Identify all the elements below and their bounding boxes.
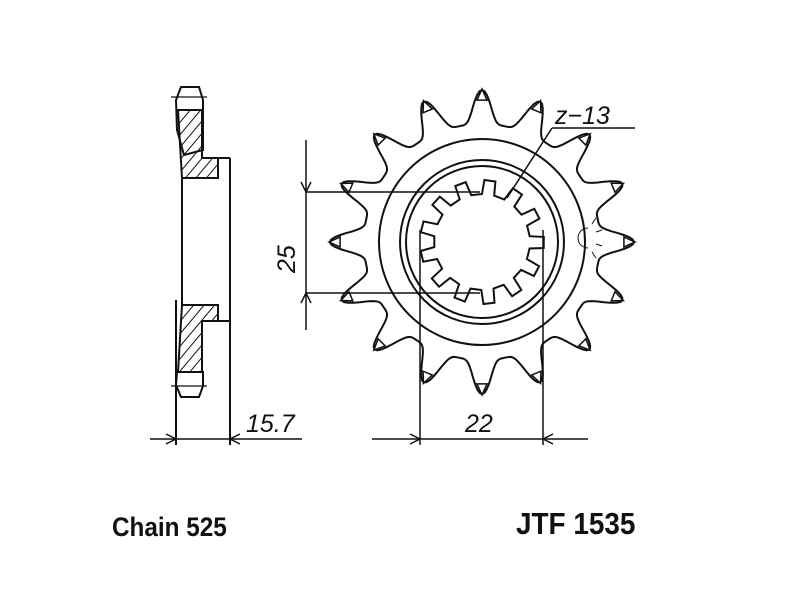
tooth-tip: [422, 98, 434, 114]
tooth-tip: [530, 370, 542, 386]
tooth-tip: [338, 290, 354, 302]
spline-bore: [419, 178, 545, 306]
chain-label: Chain 525: [112, 512, 227, 542]
tooth-tip: [610, 290, 626, 302]
tooth-tip: [372, 337, 387, 352]
spline-diameter-dimension: [300, 140, 480, 330]
tooth-tip: [327, 235, 341, 249]
tooth-tip: [623, 235, 637, 249]
tooth-tip: [610, 182, 626, 194]
width-dimension: [150, 433, 302, 445]
boss-circle-outer: [399, 159, 565, 325]
boss-circle-inner: [405, 165, 559, 319]
tooth-tips: [327, 87, 637, 397]
tooth-tip: [422, 370, 434, 386]
hub-diameter-dimension: [372, 230, 588, 445]
tooth-tip: [475, 383, 489, 397]
tooth-tip: [475, 87, 489, 101]
sprocket-outline: [328, 88, 636, 396]
tooth-tip: [338, 182, 354, 194]
width-label: 15.7: [246, 410, 296, 438]
tooth-tip: [530, 98, 542, 114]
teeth-count-label: z−13: [554, 102, 610, 130]
tooth-tip: [577, 132, 592, 147]
side-profile: [171, 86, 231, 445]
tooth-tip: [372, 132, 387, 147]
teeth-count-leader: [506, 127, 635, 199]
mark-symbol: [577, 217, 603, 259]
part-number: JTF 1535: [516, 506, 636, 541]
hub-diameter-label: 22: [464, 410, 493, 438]
tooth-tip: [577, 337, 592, 352]
hub-circle: [378, 138, 586, 346]
spline-diameter-label: 25: [273, 245, 301, 274]
